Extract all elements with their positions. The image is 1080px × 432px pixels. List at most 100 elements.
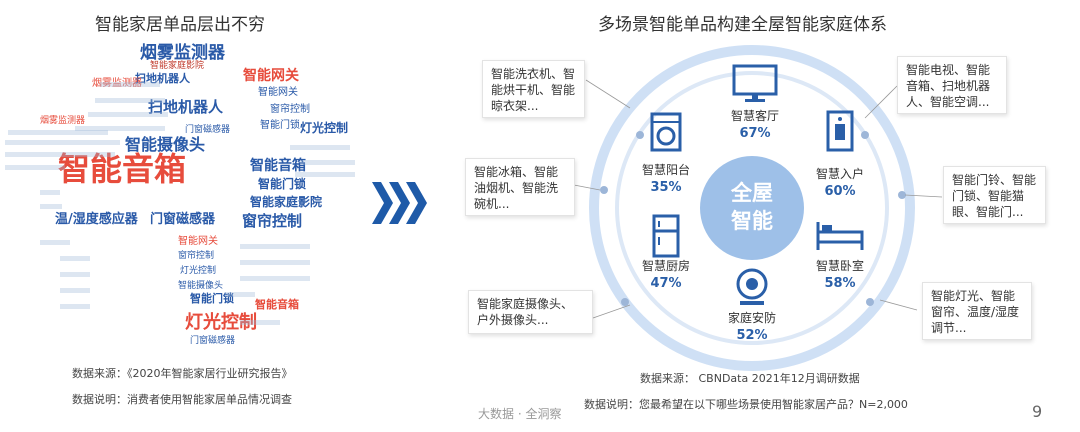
left-title: 智能家居单品层出不穷 — [95, 15, 265, 35]
word-cloud-word: 智能门锁 — [257, 176, 306, 191]
word-cloud-word: 门窗磁感器 — [190, 334, 235, 346]
scene-percent: 35% — [650, 180, 681, 195]
callout-balcony: 智能洗衣机、智能烘干机、智能晾衣架... — [482, 60, 585, 118]
word-cloud-word: 智能门锁 — [190, 291, 234, 305]
left-source: 数据来源：《2020年智能家居行业研究报告》 — [72, 367, 293, 380]
scene-name: 智慧阳台 — [642, 162, 690, 177]
word-cloud-word: 灯光控制 — [185, 311, 257, 333]
right-title: 多场景智能单品构建全屋智能家庭体系 — [598, 15, 887, 35]
word-cloud-filler — [5, 152, 115, 157]
word-cloud-word: 门窗磁感器 — [150, 211, 216, 227]
scene-percent: 60% — [824, 184, 855, 199]
footer-brand: 大数据 · 全洞察 — [478, 407, 562, 421]
ring-dot — [600, 186, 608, 194]
word-cloud-filler — [60, 304, 90, 309]
word-cloud-filler — [88, 112, 168, 117]
word-cloud-filler — [290, 145, 350, 150]
word-cloud-word: 智能网关 — [242, 67, 299, 84]
connector-line — [573, 184, 601, 191]
ring-dot — [861, 131, 869, 139]
inner-ring — [615, 71, 889, 345]
word-cloud-filler — [5, 165, 65, 170]
callout-bedroom: 智能灯光、智能窗帘、温度/湿度调节... — [922, 282, 1032, 340]
word-cloud-word: 智能摄像头 — [178, 279, 223, 291]
word-cloud-word: 烟雾监测器 — [92, 76, 142, 89]
word-cloud-filler — [75, 126, 165, 131]
fridge-icon — [652, 214, 680, 258]
word-cloud-filler — [8, 130, 108, 135]
scene-name: 智慧厨房 — [642, 258, 690, 273]
connector-line — [585, 79, 631, 109]
word-cloud-word: 灯光控制 — [180, 264, 216, 276]
ring-dot — [898, 191, 906, 199]
word-cloud-filler — [295, 172, 355, 177]
word-cloud-word: 烟雾监测器 — [40, 114, 85, 126]
word-cloud-filler — [60, 288, 90, 293]
word-cloud-word: 智能家庭影院 — [249, 194, 322, 209]
right-source: 数据来源： CBNData 2021年12月调研数据 — [640, 372, 860, 385]
word-cloud-word: 智能摄像头 — [125, 135, 205, 154]
word-cloud-word: 窗帘控制 — [270, 102, 310, 115]
word-cloud-filler — [240, 320, 280, 325]
word-cloud-word: 智能网关 — [178, 234, 218, 247]
word-cloud-word: 智能音箱 — [58, 150, 186, 188]
word-cloud-word: 门窗磁感器 — [185, 123, 230, 135]
left-note: 数据说明：消费者使用智能家居单品情况调查 — [72, 393, 292, 406]
word-cloud-word: 温/湿度感应器 — [55, 211, 139, 227]
center-label-2: 智能 — [731, 209, 773, 233]
word-cloud-filler — [100, 82, 160, 87]
callout-kitchen: 智能冰箱、智能油烟机、智能洗碗机... — [465, 158, 575, 216]
connector-line — [592, 304, 631, 319]
word-cloud-filler — [225, 292, 255, 297]
word-cloud-filler — [5, 140, 120, 145]
word-cloud-filler — [60, 256, 90, 261]
ring-dot — [866, 298, 874, 306]
scene-name: 智慧客厅 — [731, 108, 779, 123]
word-cloud-filler — [240, 260, 310, 265]
word-cloud-word: 烟雾监测器 — [140, 42, 226, 63]
tv-icon — [732, 64, 778, 102]
page-number: 9 — [1032, 402, 1043, 421]
scene-percent: 67% — [739, 126, 770, 141]
scene-name: 智慧卧室 — [816, 258, 864, 273]
connector-line — [864, 85, 898, 119]
word-cloud-filler — [95, 98, 165, 103]
scene-percent: 52% — [736, 328, 767, 343]
webcam-icon — [736, 268, 768, 305]
center-circle — [700, 156, 804, 260]
word-cloud-word: 智能音箱 — [255, 297, 299, 311]
scene-percent: 58% — [824, 276, 855, 291]
word-cloud-filler — [40, 204, 62, 209]
scene-name: 智慧入户 — [816, 166, 864, 181]
center-label-1: 全屋 — [730, 181, 773, 205]
washer-icon — [650, 112, 682, 152]
right-note: 数据说明：您最希望在以下哪些场景使用智能家居产品？N=2,000 — [584, 398, 908, 411]
bed-icon — [816, 222, 864, 250]
scene-percent: 47% — [650, 276, 681, 291]
connector-line — [904, 194, 943, 198]
word-cloud-word: 窗帘控制 — [242, 212, 302, 230]
word-cloud-word: 智能音箱 — [249, 157, 306, 174]
callout-security: 智能家庭摄像头、户外摄像头... — [468, 290, 593, 334]
ring-dot — [621, 298, 629, 306]
word-cloud-house: 烟雾监测器智能家庭影院扫地机器人烟雾监测器智能网关智能网关窗帘控制智能门锁扫地机… — [5, 42, 355, 346]
word-cloud-word: 智能门锁 — [260, 118, 300, 131]
word-cloud-filler — [40, 190, 60, 195]
callout-entrance: 智能门铃、智能门锁、智能猫眼、智能门... — [943, 166, 1046, 224]
word-cloud-word: 灯光控制 — [300, 120, 348, 135]
word-cloud-filler — [300, 160, 355, 165]
word-cloud-word: 窗帘控制 — [178, 249, 214, 261]
word-cloud-word: 扫地机器人 — [148, 98, 224, 116]
smart-home-diagram: 全屋智能 智慧客厅 67% 智慧入户 60% 智慧卧室 58% 家庭安防 52% 智慧厨房 47% 智… — [573, 45, 943, 371]
outer-ring — [589, 45, 915, 371]
word-cloud-word: 扫地机器人 — [135, 71, 191, 85]
ring-dot — [636, 131, 644, 139]
word-cloud-filler — [60, 272, 90, 277]
word-cloud-filler — [240, 276, 310, 281]
word-cloud-word: 智能家庭影院 — [150, 59, 204, 71]
callout-living-room: 智能电视、智能音箱、扫地机器人、智能空调... — [897, 56, 1007, 114]
word-cloud-filler — [40, 240, 70, 245]
door-icon — [826, 110, 854, 152]
scene-name: 家庭安防 — [728, 310, 776, 325]
word-cloud-word: 智能网关 — [258, 85, 298, 98]
